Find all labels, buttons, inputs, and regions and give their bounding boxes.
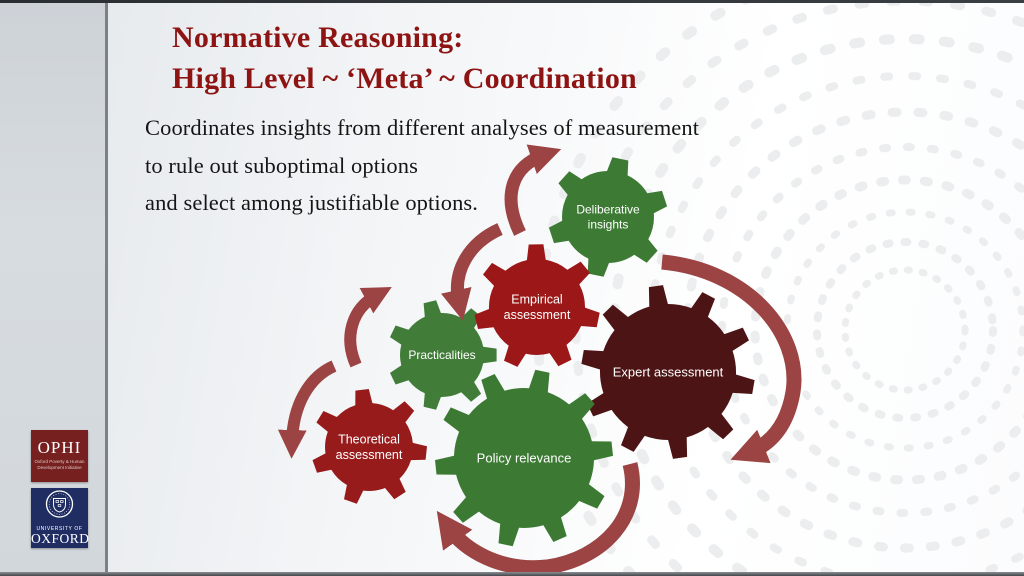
rotation-arrow: [661, 254, 802, 464]
slide-title-line1: Normative Reasoning:: [172, 21, 464, 54]
gear-practicalities: Practicalities: [390, 300, 497, 410]
oxford-logo-university-of: UNIVERSITY OF: [36, 526, 83, 532]
rotation-arrow: [436, 462, 640, 576]
oxford-logo-oxford: OXFORD: [31, 531, 90, 546]
gear-label: Policy relevance: [477, 451, 572, 466]
oxford-logo: UNIVERSITY OF OXFORD: [31, 488, 90, 548]
rotation-arrow: [344, 287, 392, 368]
gear-policy-relevance: Policy relevance: [435, 369, 613, 547]
body-line2: to rule out suboptimal options: [145, 152, 418, 178]
slide-bottom-border: [0, 572, 1024, 576]
ophi-logo-subtitle-line1: Oxford Poverty & Human: [34, 459, 85, 464]
ophi-logo: OPHI Oxford Poverty & Human Development …: [31, 430, 88, 482]
rotation-arrow: [504, 144, 562, 236]
slide-title-line2: High Level ~ ‘Meta’ ~ Coordination: [172, 62, 637, 95]
body-line1: Coordinates insights from different anal…: [145, 115, 700, 140]
rotation-arrow: [277, 360, 337, 459]
slide-title: Normative Reasoning: High Level ~ ‘Meta’…: [172, 17, 637, 99]
sidebar: OPHI Oxford Poverty & Human Development …: [0, 0, 108, 576]
gear-expert-assessment: Expert assessment: [581, 285, 755, 459]
gear-label: Practicalities: [408, 348, 475, 362]
slide-top-border: [0, 0, 1024, 3]
gear-label: Expert assessment: [613, 365, 724, 380]
ophi-logo-subtitle-line2: Development Initiative: [37, 464, 82, 470]
ophi-logo-acronym: OPHI: [37, 438, 82, 457]
rotation-arrow: [440, 223, 503, 321]
body-line3: and select among justifiable options.: [145, 190, 479, 215]
oxford-crest-icon: [45, 490, 74, 518]
slide-body-text: Coordinates insights from different anal…: [145, 109, 699, 222]
